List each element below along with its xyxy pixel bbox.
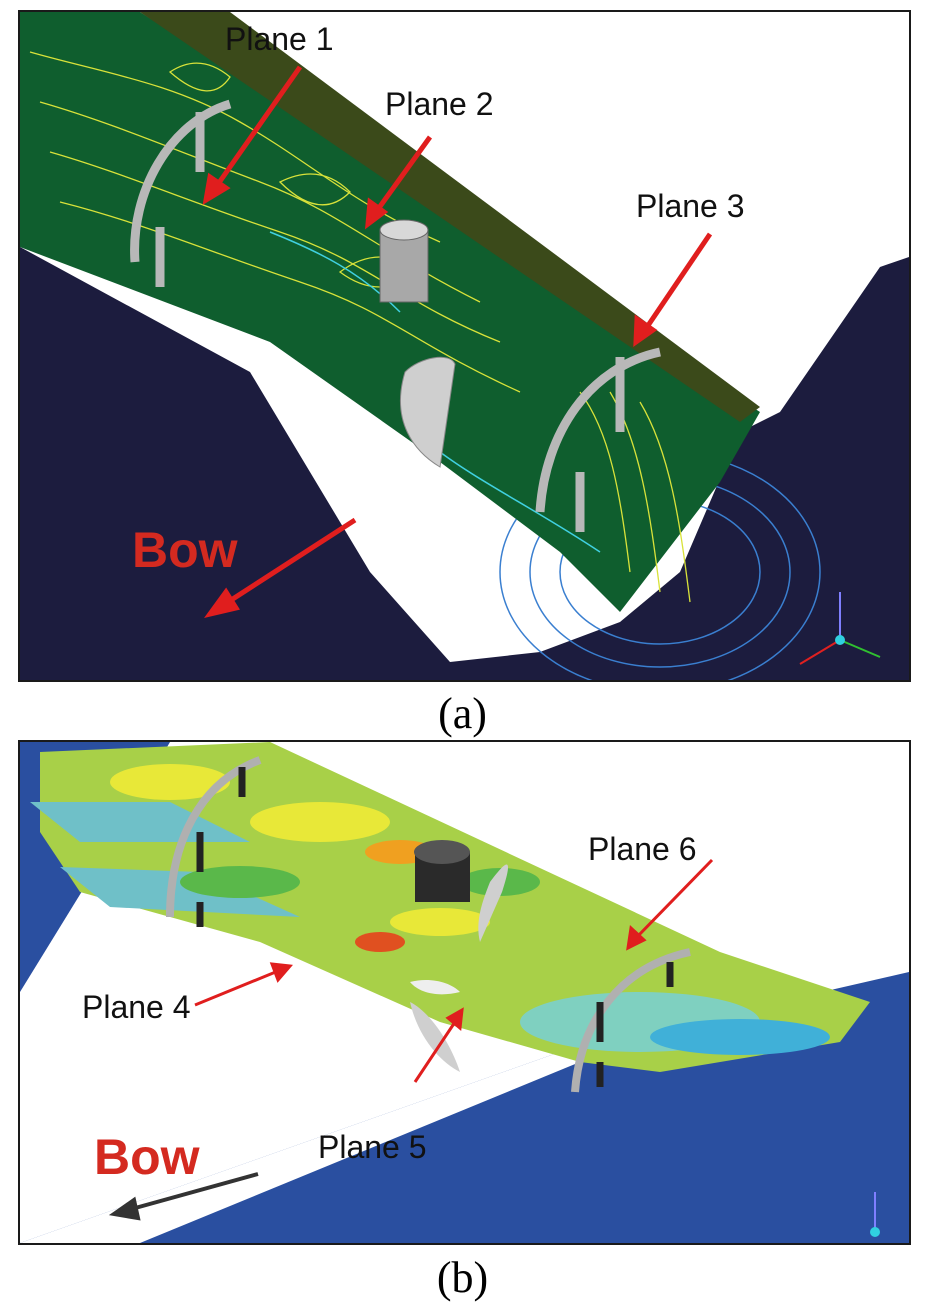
- bow-arrow: [108, 1172, 259, 1221]
- strut-posts-front: [196, 767, 246, 927]
- sail-top: [379, 219, 429, 241]
- axis-triad-icon: [870, 1192, 880, 1237]
- plane-4-label: Plane 4: [82, 989, 191, 1025]
- bow-label-a: Bow: [132, 522, 238, 578]
- plane-2-label: Plane 2: [385, 86, 494, 122]
- fin-lateral: [410, 980, 460, 995]
- plane-3-label: Plane 3: [636, 188, 745, 224]
- axis-triad-icon: [799, 592, 881, 665]
- pressure-patches: [110, 764, 830, 1055]
- plane-5-label: Plane 5: [318, 1129, 427, 1165]
- hull-surface: [20, 12, 760, 612]
- panel-b-figure: Plane 6 Plane 4 Plane 5 Bow: [20, 742, 909, 1243]
- sail-top: [414, 840, 470, 864]
- hull-top-stripe: [140, 12, 760, 422]
- plane-1-label: Plane 1: [225, 21, 334, 57]
- side-plane-lower: [60, 867, 300, 917]
- plane-6-label: Plane 6: [588, 831, 697, 867]
- label-arrows: [194, 858, 714, 1083]
- strut-ring-front: [130, 99, 232, 287]
- hull-surface: [40, 742, 870, 1072]
- bow-label-b: Bow: [94, 1129, 200, 1185]
- rudder-fin: [400, 356, 456, 468]
- side-plane-upper: [30, 802, 250, 842]
- fin-upper: [478, 864, 509, 942]
- strut-posts-rear: [596, 962, 674, 1087]
- panel-a-figure: Plane 1 Plane 2 Plane 3 Bow: [20, 12, 909, 680]
- rudder-fin: [410, 1002, 460, 1072]
- strut-ring-rear: [571, 948, 691, 1093]
- panel-a: Plane 1 Plane 2 Plane 3 Bow: [18, 10, 911, 682]
- strut-ring-rear: [535, 347, 661, 532]
- label-arrows: [202, 65, 713, 618]
- caption-b: (b): [436, 1253, 489, 1302]
- panel-b: Plane 6 Plane 4 Plane 5 Bow: [18, 740, 911, 1245]
- caption-a: (a): [438, 689, 487, 738]
- sail-cylinder: [379, 229, 429, 303]
